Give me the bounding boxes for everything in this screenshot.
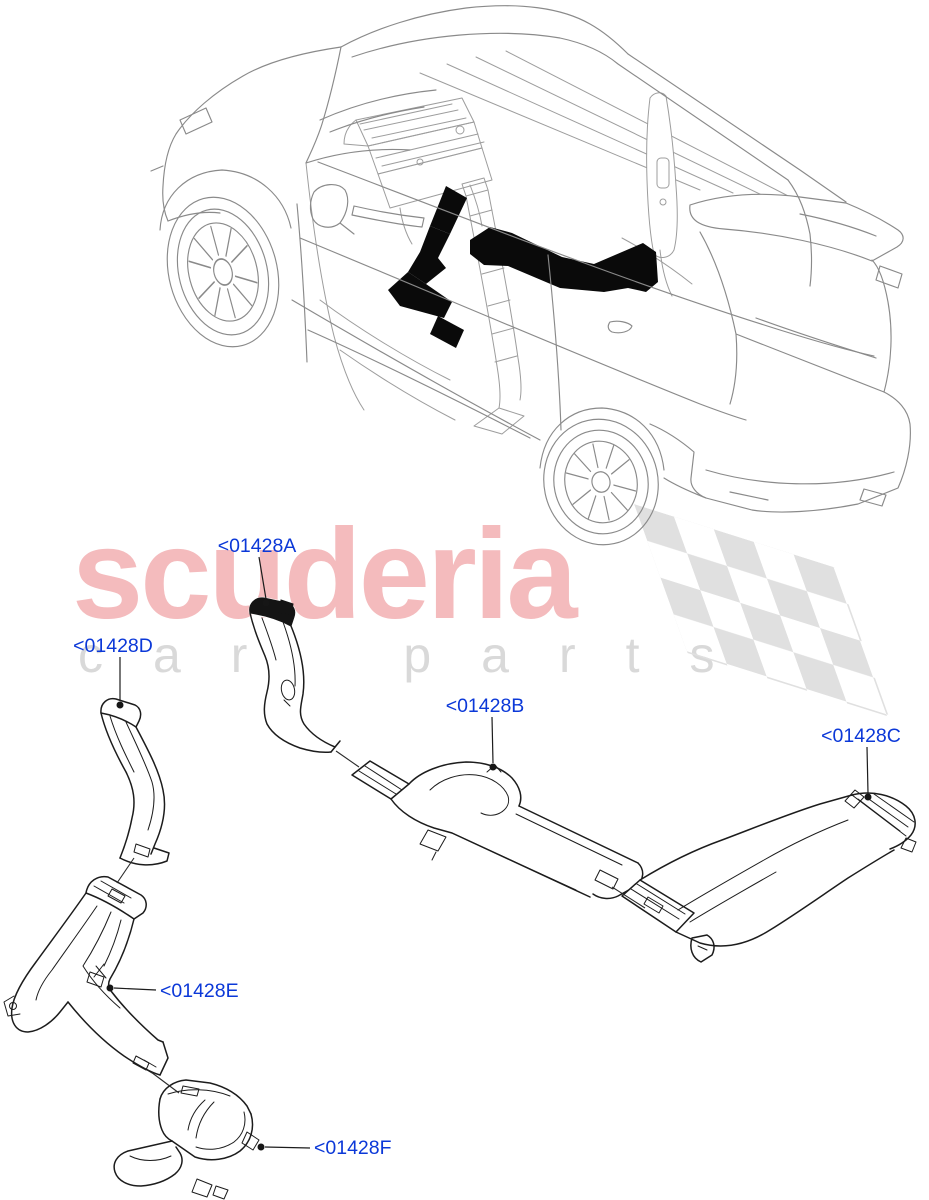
leader-dot-01428B xyxy=(489,763,497,771)
vehicle-cutaway-illustration xyxy=(150,5,911,546)
part-drawing-01428F xyxy=(111,1079,260,1200)
leader-dot-01428D xyxy=(116,701,124,709)
callout-01428B: <01428B xyxy=(446,695,525,771)
part-label-01428D[interactable]: <01428D xyxy=(73,635,153,657)
leader-line-01428B xyxy=(491,716,494,764)
checkered-flag-watermark xyxy=(634,504,889,717)
part-drawing-01428A xyxy=(248,596,341,753)
assembly-connector-lines xyxy=(116,750,646,1094)
part-label-01428B[interactable]: <01428B xyxy=(446,695,525,717)
part-label-01428F[interactable]: <01428F xyxy=(314,1137,392,1159)
leader-dot-01428E xyxy=(106,984,114,992)
vehicle-body-lines xyxy=(150,5,911,513)
exploded-parts xyxy=(3,596,920,1200)
leader-dot-01428C xyxy=(864,793,872,801)
callout-01428D: <01428D xyxy=(73,635,153,709)
part-label-01428C[interactable]: <01428C xyxy=(821,725,901,747)
front-wheel xyxy=(166,196,280,348)
part-drawing-01428E xyxy=(3,875,169,1080)
leader-dot-01428F xyxy=(257,1143,265,1151)
leader-line-01428F xyxy=(264,1146,311,1149)
callouts: <01428A <01428D <01428B <01428C <01428E … xyxy=(73,535,901,1159)
leader-dot-01428A xyxy=(262,599,270,607)
watermark: scuderia car parts xyxy=(72,503,889,717)
part-drawing-01428C xyxy=(621,789,920,963)
watermark-brand: scuderia xyxy=(72,503,578,646)
part-drawing-01428D xyxy=(100,697,170,867)
leader-line-01428E xyxy=(113,987,157,991)
leader-line-01428A xyxy=(258,556,267,600)
callout-01428C: <01428C xyxy=(821,725,901,801)
part-drawing-01428B xyxy=(351,759,646,903)
rear-wheel xyxy=(543,418,659,546)
watermark-tagline: car parts xyxy=(78,627,765,683)
part-label-01428A[interactable]: <01428A xyxy=(218,535,297,557)
highlighted-ducts-in-vehicle xyxy=(388,186,658,348)
leader-line-01428C xyxy=(866,746,869,794)
callout-01428F: <01428F xyxy=(257,1137,392,1159)
vehicle-interior-lines xyxy=(305,50,799,435)
callout-01428E: <01428E xyxy=(106,980,239,1002)
part-label-01428E[interactable]: <01428E xyxy=(160,980,239,1002)
callout-01428A: <01428A xyxy=(218,535,297,607)
